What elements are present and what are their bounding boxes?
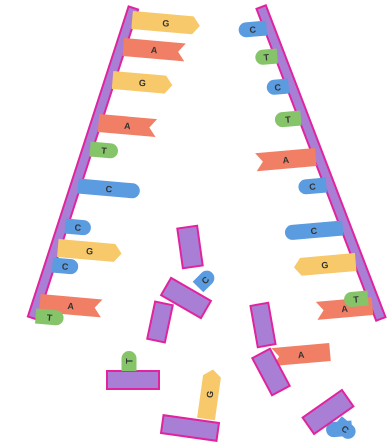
right-base-3: C — [266, 79, 289, 96]
left-base-6: C — [77, 179, 140, 199]
right-base-7: C — [284, 221, 343, 241]
right-base-11: A — [271, 343, 330, 366]
free-base-3-label: G — [205, 390, 216, 398]
free-backbone-fragment-1 — [177, 226, 202, 268]
right-base-10: T — [343, 291, 368, 308]
free-base-3: G — [197, 368, 222, 420]
left-base-4: A — [98, 114, 157, 137]
free-base-2: T — [122, 351, 137, 371]
right-base-2: T — [255, 49, 278, 66]
right-base-5: A — [255, 148, 316, 171]
right-base-1: C — [238, 21, 267, 38]
free-backbone-fragment-3 — [147, 302, 173, 343]
left-base-5: T — [89, 142, 118, 159]
left-base-1-label: G — [162, 18, 170, 29]
right-base-8-label: G — [321, 260, 329, 271]
right-base-4: T — [274, 111, 301, 128]
left-base-9: C — [52, 258, 79, 275]
right-base-8: G — [293, 253, 356, 276]
free-base-4: C — [332, 416, 358, 442]
left-base-7: C — [64, 219, 91, 236]
left-base-3: G — [112, 71, 173, 94]
left-base-2: A — [123, 38, 186, 61]
free-backbone-fragment-6 — [250, 303, 275, 347]
left-strand-backbone — [28, 6, 138, 319]
left-base-1: G — [131, 11, 200, 35]
free-base-1: C — [193, 268, 218, 293]
right-base-6: C — [298, 178, 327, 195]
free-backbone-fragment-4 — [107, 371, 159, 389]
free-base-2-label: T — [125, 358, 135, 364]
left-base-8-label: G — [86, 246, 94, 257]
left-base-3-label: G — [138, 78, 146, 89]
